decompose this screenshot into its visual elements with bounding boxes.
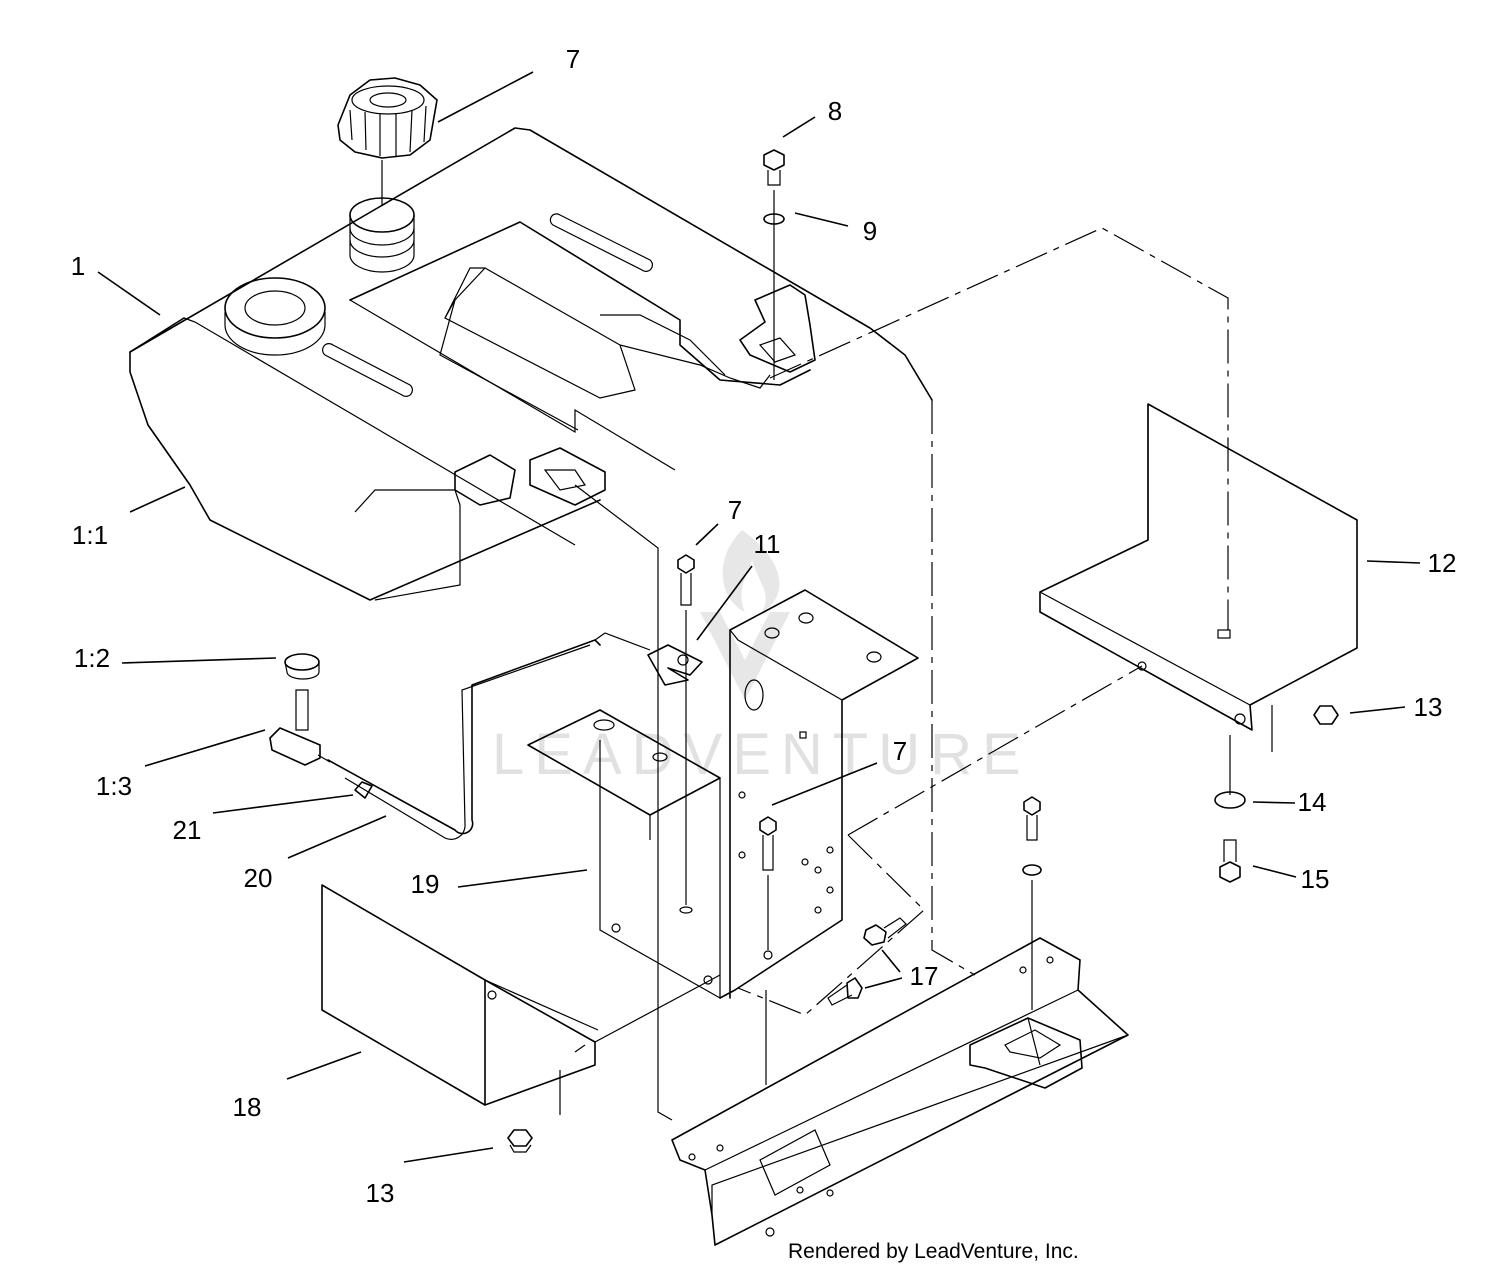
callout-leader [403, 1147, 494, 1163]
callout-leader [1366, 560, 1421, 564]
callout-leader [121, 657, 277, 664]
frame-base [671, 937, 1129, 1246]
callout-label-15: 15 [1301, 864, 1330, 894]
callout-label-1-1: 1:1 [72, 520, 108, 550]
callout-label-18: 18 [233, 1092, 262, 1122]
callout-leader [864, 977, 903, 989]
callout-leader [457, 869, 588, 888]
callout-label-17: 17 [910, 961, 939, 991]
callout-label-1: 1 [71, 251, 85, 281]
callout-leader [794, 212, 849, 227]
callout-leader [695, 523, 719, 546]
nut-lower [507, 1129, 533, 1153]
callout-leader [144, 729, 266, 767]
callout-label-9: 9 [863, 216, 877, 246]
alignment-lines [574, 227, 1229, 1121]
watermark: LEADVENTURE [492, 530, 1031, 787]
callout-label-14: 14 [1298, 787, 1327, 817]
callout-leader [1349, 706, 1406, 714]
fuel-tank [129, 127, 933, 601]
hardware-right [1214, 705, 1339, 883]
callout-leader [1252, 801, 1296, 804]
bolt-middle [677, 554, 695, 914]
callout-leader [212, 794, 354, 814]
callout-leader [286, 1051, 362, 1080]
bolt-lower [759, 816, 777, 950]
gas-cap [337, 77, 438, 205]
watermark-v-icon [700, 612, 790, 700]
seat-plate [1039, 403, 1358, 752]
callout-leader [1252, 865, 1297, 878]
hose-clamp [647, 644, 703, 686]
callout-label-7: 7 [566, 44, 580, 74]
callout-label-19: 19 [411, 869, 440, 899]
callout-leader [287, 815, 387, 859]
callout-label-20: 20 [244, 863, 273, 893]
watermark-text: LEADVENTURE [492, 722, 1031, 787]
watermark-flame-icon [722, 530, 780, 612]
credit-text: Rendered by LeadVenture, Inc. [788, 1240, 1079, 1263]
callout-label-21: 21 [173, 815, 202, 845]
callout-leader [97, 271, 161, 316]
callout-label-7: 7 [728, 495, 742, 525]
callout-leader [771, 762, 878, 806]
callout-label-13: 13 [1414, 692, 1443, 722]
callout-label-1-2: 1:2 [74, 643, 110, 673]
shield-plate [321, 884, 721, 1115]
callout-leader [782, 116, 816, 138]
callout-label-7: 7 [893, 736, 907, 766]
callout-leader [696, 565, 753, 641]
callout-leader [881, 949, 901, 973]
fuel-line [269, 632, 651, 840]
bolt-and-washer-top [763, 149, 785, 380]
callout-label-12: 12 [1428, 548, 1457, 578]
mounting-bracket [527, 589, 919, 1000]
callout-leader [129, 486, 186, 513]
callout-label-13: 13 [366, 1178, 395, 1208]
callout-label-8: 8 [828, 96, 842, 126]
callout-leader [437, 71, 534, 123]
callout-label-1-3: 1:3 [96, 771, 132, 801]
callout-label-11: 11 [754, 529, 781, 559]
bolt-rear [1022, 796, 1042, 1010]
bolts-17 [827, 917, 907, 1006]
